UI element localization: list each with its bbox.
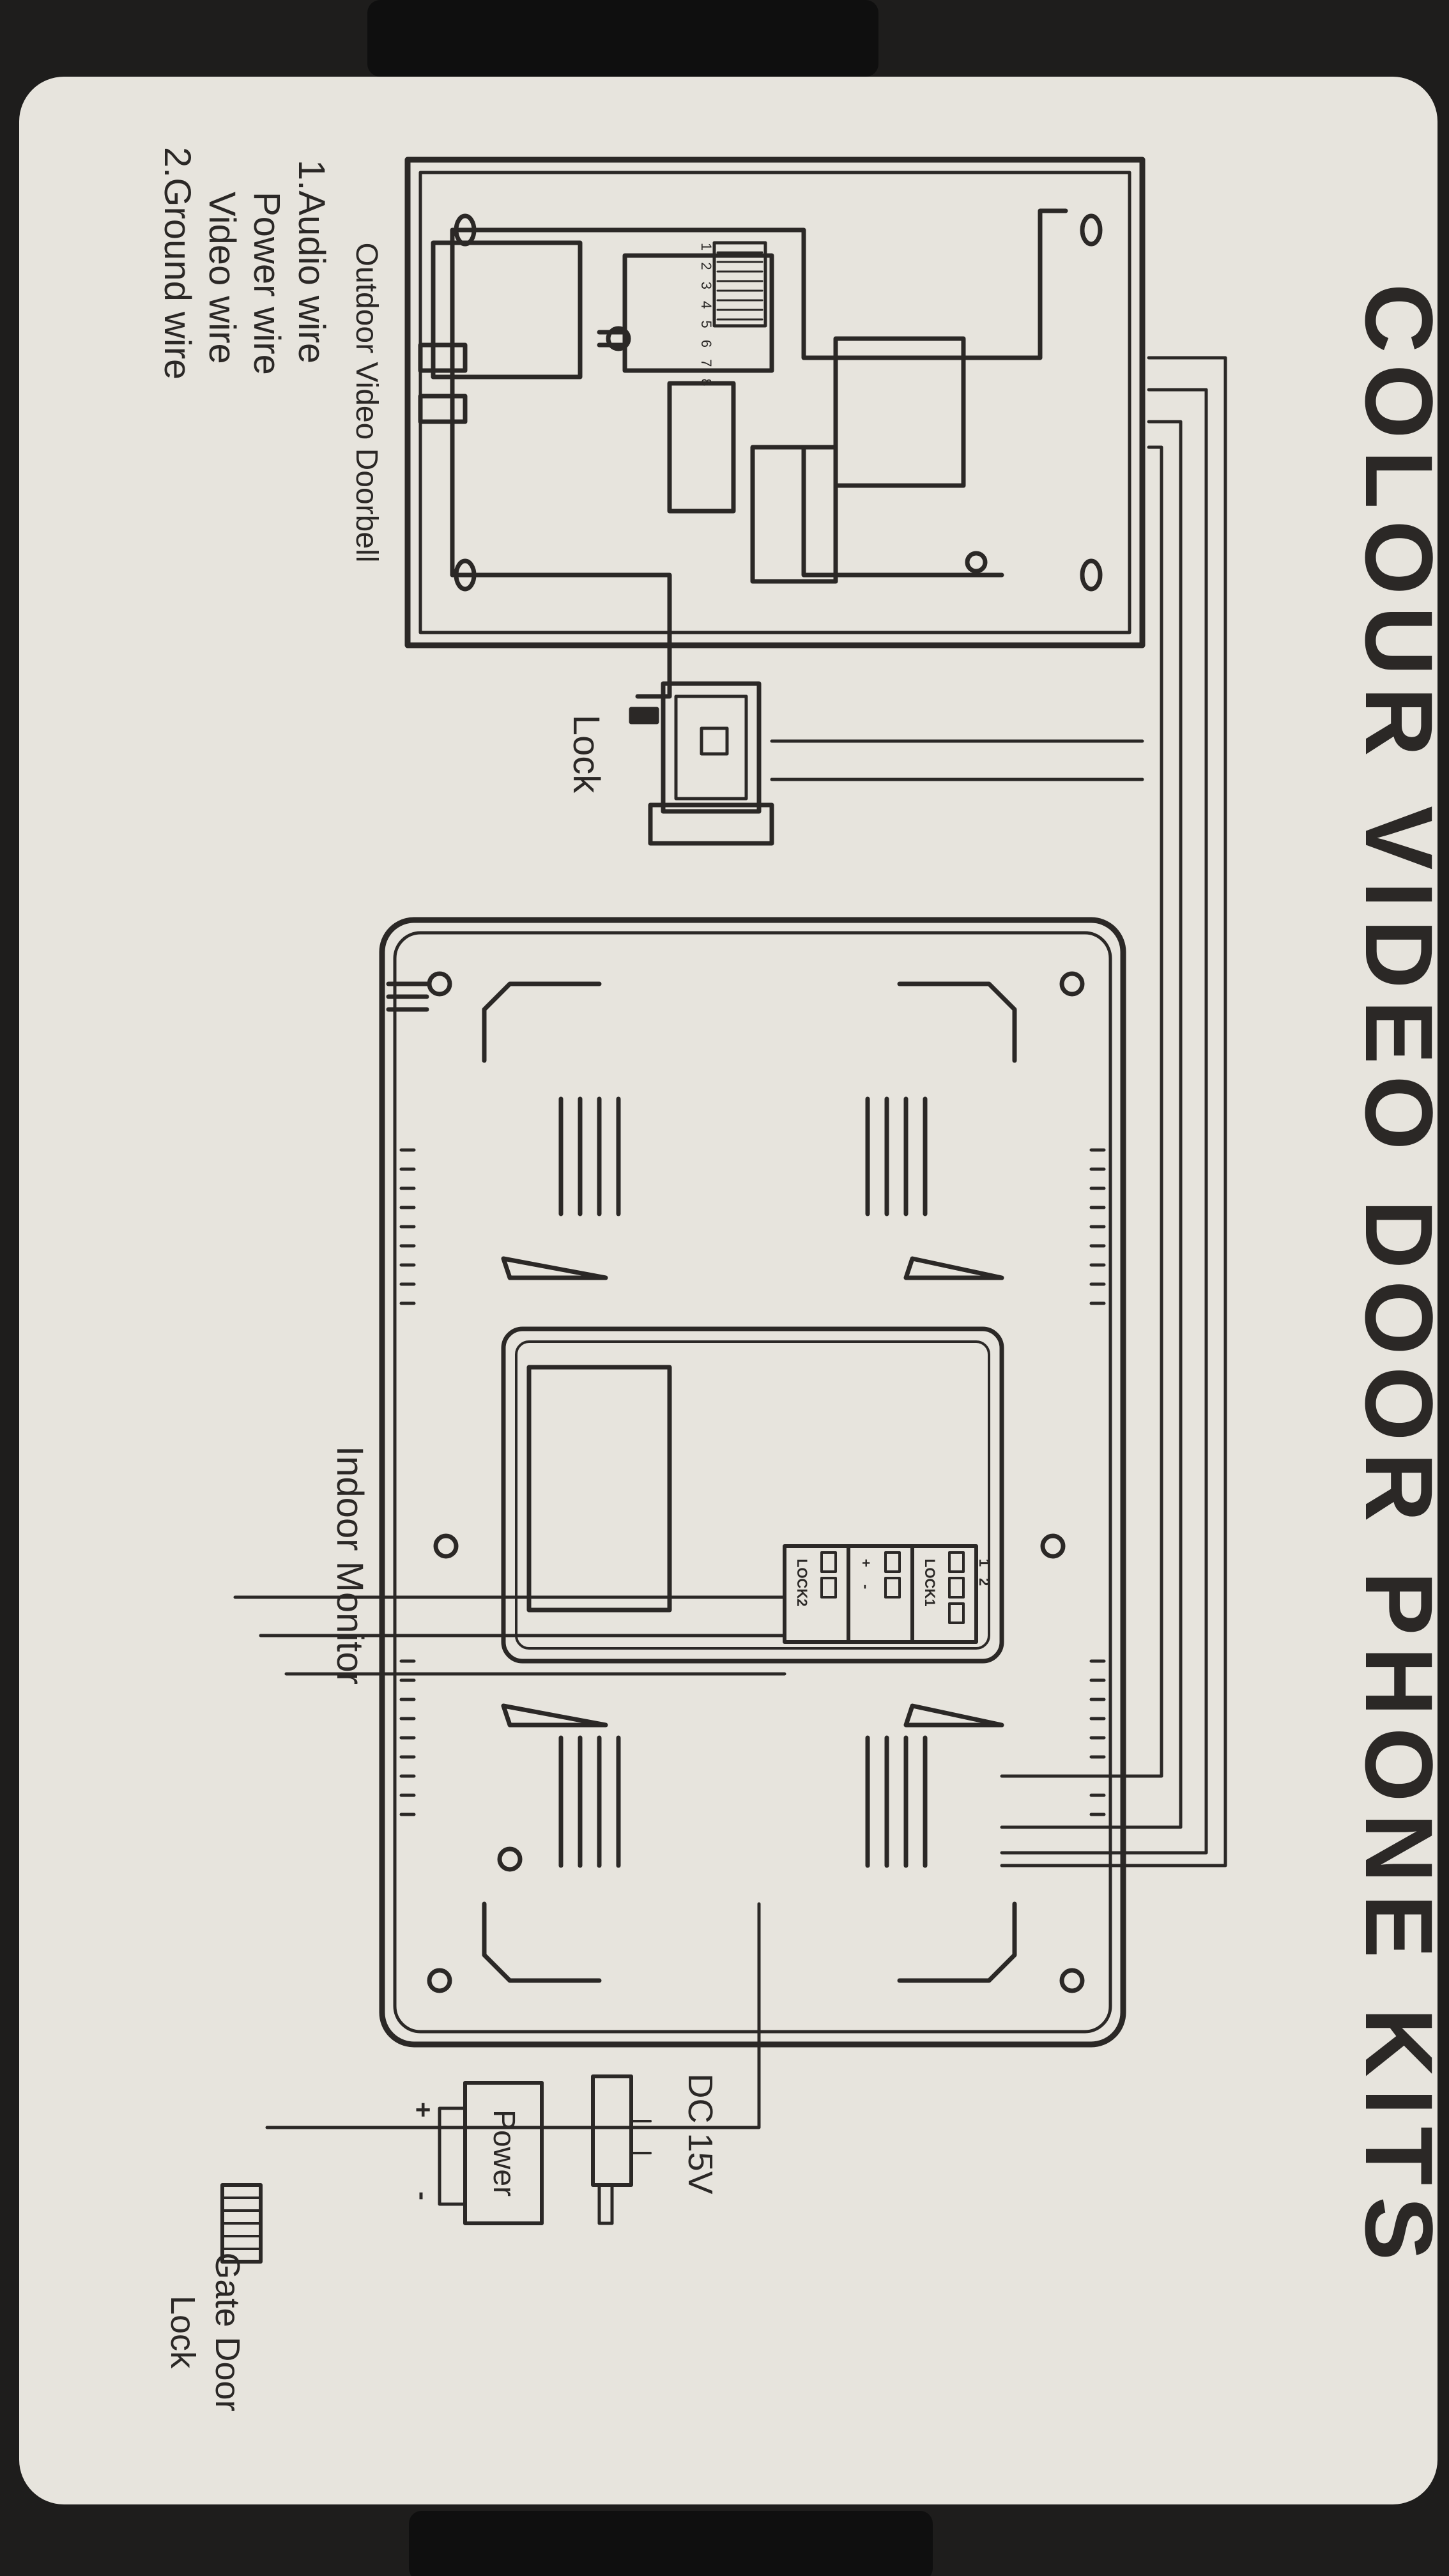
- gate-door-lock-drawing: [220, 2183, 263, 2264]
- gate-door-label-line2: Lock: [164, 2296, 202, 2369]
- terminal-minus-label: -: [858, 1584, 874, 1589]
- dc-voltage-label: DC 15V: [681, 2073, 719, 2194]
- monitor-terminal-labels: LOCK1 + - LOCK2 1 2: [794, 1559, 992, 1607]
- instruction-card: [19, 77, 1438, 2504]
- terminal-numbers: 1 2 3 4 5 6 7 8: [698, 243, 714, 390]
- adapter-plus-label: +: [408, 2102, 438, 2118]
- top-clip: [367, 0, 878, 77]
- adapter-minus-label: -: [408, 2191, 438, 2200]
- terminal-lock2-label: LOCK2: [794, 1559, 810, 1607]
- terminal-plus-label: +: [858, 1559, 874, 1567]
- legend-video: Video wire: [201, 192, 243, 364]
- lock-label: Lock: [565, 715, 607, 794]
- legend-ground: 2.Ground wire: [157, 147, 198, 379]
- indoor-label: Indoor Monitor: [329, 1446, 371, 1685]
- terminal-two-label: 2: [976, 1578, 992, 1586]
- power-box: [463, 2081, 544, 2225]
- terminal-one-label: 1: [976, 1559, 992, 1567]
- rotated-diagram: COLOUR VIDEO DOOR PHONE KITS: [157, 147, 1449, 2412]
- legend-audio: 1.Audio wire: [291, 160, 332, 364]
- terminal-lock1-label: LOCK1: [922, 1559, 938, 1607]
- outdoor-doorbell-drawing: [404, 157, 1146, 699]
- wire-legend: 1.Audio wire Power wire Video wire 2.Gro…: [157, 147, 332, 379]
- lock-drawing: [629, 681, 774, 846]
- outdoor-label: Outdoor Video Doorbell: [349, 243, 383, 563]
- dc-adapter-drawing: [591, 2074, 652, 2225]
- indoor-monitor-drawing: [379, 917, 1126, 2048]
- gate-door-label-line1: Gate Door: [208, 2252, 247, 2411]
- power-label: Power: [487, 2110, 521, 2196]
- wiring: [233, 356, 1227, 2129]
- legend-power: Power wire: [246, 192, 288, 375]
- title: COLOUR VIDEO DOOR PHONE KITS: [1346, 284, 1449, 2273]
- bottom-clip: [409, 2511, 933, 2576]
